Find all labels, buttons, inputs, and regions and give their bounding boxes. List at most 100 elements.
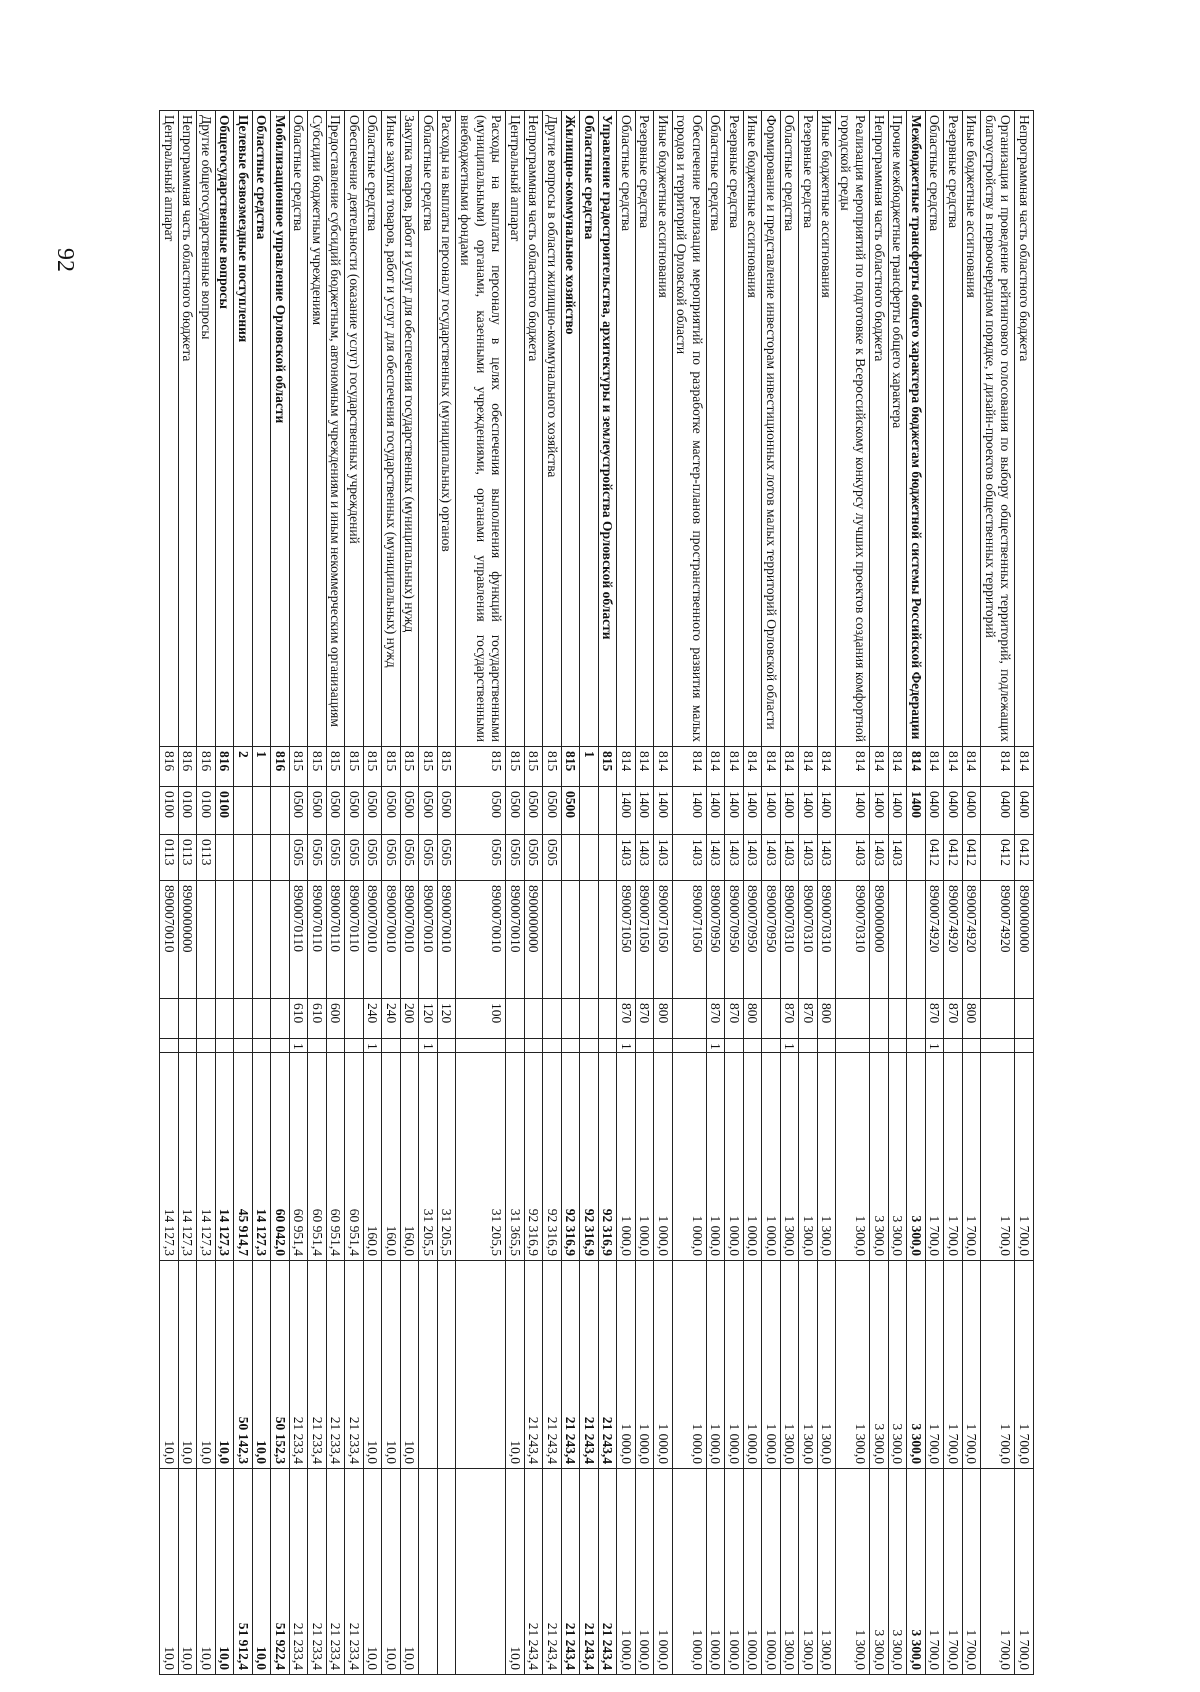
row-amount-1-cell: 1 000,0 bbox=[761, 1052, 781, 1261]
row-pr-code-cell: 1403 bbox=[653, 834, 673, 881]
row-vr-code-cell bbox=[888, 998, 907, 1039]
row-amount-3-cell: 1 000,0 bbox=[706, 1468, 725, 1675]
row-amount-3-cell: 10,0 bbox=[178, 1468, 197, 1675]
row-cs-code-cell bbox=[233, 880, 253, 999]
row-gr-code-cell: 814 bbox=[653, 746, 673, 787]
row-amount-2-cell: 10,0 bbox=[178, 1260, 197, 1469]
row-pr-code-cell: 0505 bbox=[437, 834, 456, 881]
row-amount-1-cell: 31 205,5 bbox=[456, 1052, 506, 1261]
row-fund-flag-cell: 1 bbox=[925, 1038, 944, 1053]
row-amount-2-cell: 21 233,4 bbox=[344, 1260, 364, 1469]
row-vr-code-cell bbox=[196, 998, 216, 1039]
row-amount-2-cell: 21 243,4 bbox=[579, 1260, 599, 1469]
row-fund-flag-cell bbox=[635, 1038, 654, 1053]
row-amount-2-cell: 1 000,0 bbox=[672, 1260, 707, 1469]
row-gr-code-cell: 815 bbox=[598, 746, 617, 787]
row-fund-flag-cell bbox=[980, 1038, 1015, 1053]
row-amount-1-cell: 60 951,4 bbox=[344, 1052, 364, 1261]
row-amount-1-cell: 1 300,0 bbox=[798, 1052, 818, 1261]
row-cs-code-cell bbox=[888, 880, 907, 999]
row-vr-code-cell bbox=[524, 998, 543, 1039]
row-vr-code-cell bbox=[672, 998, 707, 1039]
row-pr-code-cell: 0412 bbox=[1014, 834, 1034, 881]
row-vr-code-cell: 800 bbox=[743, 998, 762, 1039]
row-fund-flag-cell bbox=[542, 1038, 562, 1053]
row-vr-code-cell: 800 bbox=[817, 998, 836, 1039]
row-pr-code-cell: 0505 bbox=[381, 834, 401, 881]
row-pr-code-cell: 0505 bbox=[289, 834, 308, 881]
row-pr-code-cell: 0412 bbox=[980, 834, 1015, 881]
row-amount-1-cell: 92 316,9 bbox=[561, 1052, 580, 1261]
row-amount-3-cell: 21 233,4 bbox=[344, 1468, 364, 1675]
row-vr-code-cell: 100 bbox=[456, 998, 506, 1039]
row-amount-3-cell: 21 243,4 bbox=[579, 1468, 599, 1675]
row-fund-flag-cell bbox=[743, 1038, 762, 1053]
row-pr-code-cell: 0505 bbox=[524, 834, 543, 881]
row-rz-code-cell: 0100 bbox=[196, 786, 216, 835]
row-name-cell: Жилищно-коммунальное хозяйство bbox=[561, 110, 580, 747]
row-pr-code-cell: 0505 bbox=[542, 834, 562, 881]
row-rz-code-cell: 0500 bbox=[289, 786, 308, 835]
row-vr-code-cell: 600 bbox=[326, 998, 345, 1039]
row-fund-flag-cell bbox=[943, 1038, 963, 1053]
row-rz-code-cell: 0500 bbox=[400, 786, 419, 835]
row-fund-flag-cell bbox=[400, 1038, 419, 1053]
row-name-cell: Общегосударственные вопросы bbox=[215, 110, 234, 747]
row-vr-code-cell: 870 bbox=[798, 998, 818, 1039]
row-gr-code-cell: 815 bbox=[363, 746, 382, 787]
row-rz-code-cell: 1400 bbox=[653, 786, 673, 835]
row-cs-code-cell: 8900070010 bbox=[437, 880, 456, 999]
row-vr-code-cell bbox=[542, 998, 562, 1039]
row-amount-2-cell: 21 243,4 bbox=[561, 1260, 580, 1469]
row-rz-code-cell: 0500 bbox=[344, 786, 364, 835]
row-rz-code-cell bbox=[579, 786, 599, 835]
row-amount-1-cell: 31 205,5 bbox=[437, 1052, 456, 1261]
row-amount-3-cell: 1 300,0 bbox=[835, 1468, 870, 1675]
row-fund-flag-cell bbox=[653, 1038, 673, 1053]
row-amount-1-cell: 92 316,9 bbox=[524, 1052, 543, 1261]
row-rz-code-cell: 1400 bbox=[798, 786, 818, 835]
row-amount-3-cell: 3 300,0 bbox=[906, 1468, 926, 1675]
row-cs-code-cell bbox=[196, 880, 216, 999]
row-fund-flag-cell: 1 bbox=[706, 1038, 725, 1053]
row-name-cell: Иные бюджетные ассигнования bbox=[817, 110, 836, 747]
row-vr-code-cell: 200 bbox=[400, 998, 419, 1039]
row-name-cell: Центральный аппарат bbox=[159, 110, 179, 747]
row-pr-code-cell: 0412 bbox=[943, 834, 963, 881]
row-amount-1-cell: 60 951,4 bbox=[307, 1052, 327, 1261]
row-name-cell: Областные средства bbox=[616, 110, 636, 747]
row-amount-2-cell: 10,0 bbox=[400, 1260, 419, 1469]
row-cs-code-cell: 8900074920 bbox=[925, 880, 944, 999]
row-rz-code-cell: 0500 bbox=[505, 786, 525, 835]
row-fund-flag-cell bbox=[962, 1038, 981, 1053]
row-name-cell: Резервные средства bbox=[724, 110, 744, 747]
row-cs-code-cell: 8900070310 bbox=[780, 880, 799, 999]
row-amount-2-cell: 1 000,0 bbox=[706, 1260, 725, 1469]
row-cs-code-cell: 8900070950 bbox=[724, 880, 744, 999]
row-fund-flag-cell bbox=[344, 1038, 364, 1053]
row-amount-3-cell: 21 233,4 bbox=[289, 1468, 308, 1675]
row-rz-code-cell: 0100 bbox=[215, 786, 234, 835]
row-vr-code-cell: 870 bbox=[616, 998, 636, 1039]
row-rz-code-cell: 1400 bbox=[616, 786, 636, 835]
row-amount-3-cell bbox=[437, 1468, 456, 1675]
row-amount-2-cell: 10,0 bbox=[381, 1260, 401, 1469]
row-amount-3-cell: 1 700,0 bbox=[962, 1468, 981, 1675]
row-fund-flag-cell: 1 bbox=[418, 1038, 438, 1053]
row-name-cell: Областные средства bbox=[418, 110, 438, 747]
row-cs-code-cell: 8900070010 bbox=[456, 880, 506, 999]
row-gr-code-cell: 1 bbox=[252, 746, 271, 787]
row-amount-1-cell: 1 000,0 bbox=[653, 1052, 673, 1261]
row-pr-code-cell: 0505 bbox=[400, 834, 419, 881]
row-amount-1-cell: 31 365,5 bbox=[505, 1052, 525, 1261]
row-gr-code-cell: 816 bbox=[178, 746, 197, 787]
row-pr-code-cell bbox=[252, 834, 271, 881]
row-cs-code-cell bbox=[542, 880, 562, 999]
row-amount-1-cell: 1 300,0 bbox=[817, 1052, 836, 1261]
row-amount-2-cell: 1 700,0 bbox=[1014, 1260, 1034, 1469]
row-cs-code-cell: 8900070010 bbox=[159, 880, 179, 999]
